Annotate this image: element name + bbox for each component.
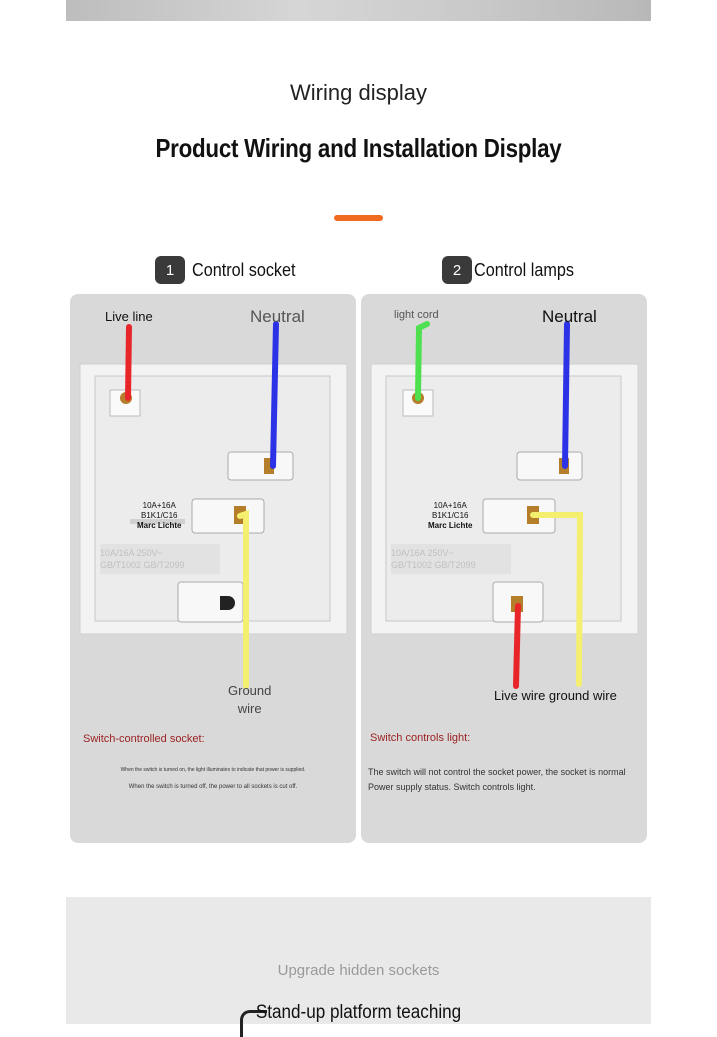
ground-wire bbox=[530, 512, 584, 687]
live-line-label: Live line bbox=[105, 309, 153, 324]
ground-label-line1: Ground bbox=[228, 683, 272, 698]
live-wire bbox=[125, 324, 132, 401]
device-text: 10A+16A B1K1/C16 Marc Lichte bbox=[428, 501, 472, 531]
neutral-wire bbox=[270, 321, 279, 469]
light-wire bbox=[415, 321, 430, 401]
section-1-heading: 1 Control socket bbox=[155, 255, 307, 285]
section-2-label: Control lamps bbox=[474, 259, 574, 280]
device-rating: 10A+16A bbox=[433, 501, 467, 510]
svg-text:10A/16A 250V~: 10A/16A 250V~ bbox=[391, 548, 454, 558]
section-1-number-badge: 1 bbox=[155, 256, 185, 284]
device-rating: 10A+16A bbox=[142, 501, 176, 510]
svg-text:10A/16A 250V~: 10A/16A 250V~ bbox=[100, 548, 163, 558]
page-title: Product Wiring and Installation Display bbox=[155, 133, 562, 163]
live-ground-label: Live wire ground wire bbox=[494, 688, 617, 703]
section-2-number-badge: 2 bbox=[442, 256, 472, 284]
device-model: B1K1/C16 bbox=[432, 511, 469, 520]
note-line-2: Power supply status. Switch controls lig… bbox=[368, 782, 536, 792]
neutral-label: Neutral bbox=[542, 307, 597, 326]
neutral-label: Neutral bbox=[250, 307, 305, 326]
wiring-panel-control-socket: 10A/16A 250V~ GB/T1002 GB/T2099 Live lin… bbox=[70, 294, 356, 843]
device-brand: Marc Lichte bbox=[428, 521, 473, 530]
note-heading: Switch-controlled socket: bbox=[83, 733, 205, 745]
light-cord-label: light cord bbox=[394, 309, 439, 321]
section-1-label: Control socket bbox=[192, 259, 296, 280]
top-banner-image bbox=[66, 0, 651, 21]
wiring-panel-control-lamps: 10A/16A 250V~ GB/T1002 GB/T2099 light co… bbox=[361, 294, 647, 843]
svg-text:GB/T1002 GB/T2099: GB/T1002 GB/T2099 bbox=[100, 560, 185, 570]
note-line-1: When the switch is turned on, the light … bbox=[120, 767, 306, 773]
section-2-heading: 2 Control lamps bbox=[442, 255, 585, 285]
ground-wire bbox=[237, 509, 249, 689]
accent-divider bbox=[334, 215, 383, 221]
socket-back-illustration: 10A/16A 250V~ GB/T1002 GB/T2099 bbox=[79, 321, 348, 689]
device-brand: Marc Lichte bbox=[137, 521, 182, 530]
ground-wire-label: Ground wire bbox=[228, 682, 271, 718]
bottom-title: Stand-up platform teaching bbox=[255, 1002, 462, 1023]
neutral-wire bbox=[562, 321, 570, 469]
live-wire bbox=[513, 603, 521, 689]
ground-label-line2: wire bbox=[237, 701, 262, 716]
bottom-subtitle: Upgrade hidden sockets bbox=[277, 962, 440, 979]
device-model: B1K1/C16 bbox=[141, 511, 178, 520]
switch-back-illustration: 10A/16A 250V~ GB/T1002 GB/T2099 bbox=[370, 321, 639, 689]
svg-text:GB/T1002 GB/T2099: GB/T1002 GB/T2099 bbox=[391, 560, 476, 570]
bottom-section: Upgrade hidden sockets Stand-up platform… bbox=[66, 897, 651, 1037]
note-line-1: The switch will not control the socket p… bbox=[368, 767, 626, 777]
note-heading: Switch controls light: bbox=[370, 732, 471, 744]
note-line-2: When the switch is turned off, the power… bbox=[128, 784, 298, 790]
section-subtitle: Wiring display bbox=[290, 80, 427, 105]
device-text: 10A+16A B1K1/C16 Marc Lichte bbox=[137, 501, 181, 531]
